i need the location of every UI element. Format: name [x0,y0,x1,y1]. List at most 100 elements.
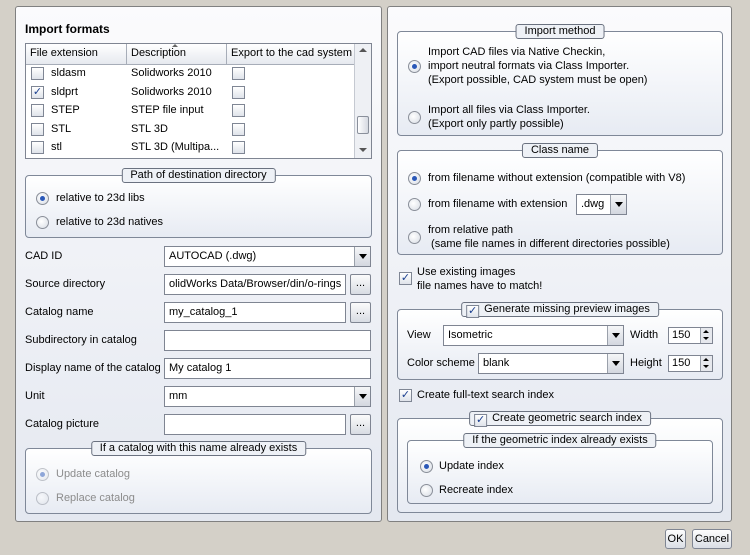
col-file-extension[interactable]: File extension [26,44,127,65]
geometric-title: ✓ Create geometric search index [469,411,651,427]
display-name-input[interactable]: My catalog 1 [164,358,371,379]
ext-select[interactable]: .dwg [576,194,627,215]
height-stepper[interactable]: 150 [668,355,713,372]
row-export-checkbox[interactable] [232,122,245,136]
row-description: STEP file input [131,104,204,116]
radio-relative-path[interactable] [408,231,421,244]
color-scheme-select[interactable]: blank [478,353,624,374]
catalog-picture-label: Catalog picture [25,418,99,430]
ok-button[interactable]: OK [665,529,686,549]
row-export-checkbox[interactable] [232,104,245,117]
preview-group: ✓Generate missing preview images View Is… [397,302,723,380]
radio-update-catalog[interactable] [36,468,49,481]
row-export-checkbox[interactable] [232,85,245,99]
fulltext-checkbox[interactable]: ✓ [399,389,412,402]
scroll-thumb[interactable] [357,116,369,134]
scroll-up-icon[interactable] [359,48,367,52]
scroll-down-icon[interactable] [359,148,367,152]
geometric-exists-group: If the geometric index already exists Up… [407,433,713,504]
view-value: Isometric [448,329,493,341]
import-formats-title: Import formats [25,22,110,36]
row-export-checkbox[interactable] [232,141,245,154]
source-dir-browse-button[interactable]: ... [350,274,371,295]
label-filename-without-ext: from filename without extension (compati… [428,172,686,184]
row-description: Solidworks 2010 [131,67,212,79]
spin-arrows-icon[interactable] [700,328,712,343]
row-checkbox[interactable] [31,67,44,80]
row-checkbox[interactable]: ✓ [31,85,44,99]
radio-relative-23d-natives[interactable] [36,216,49,229]
preview-checkbox[interactable]: ✓ [466,305,480,318]
subdir-input[interactable] [164,330,371,351]
table-scrollbar[interactable] [354,44,371,158]
cad-id-label: CAD ID [25,250,63,262]
unit-select[interactable]: mm [164,386,371,407]
class-name-group: Class name from filename without extensi… [397,143,723,255]
row-checkbox[interactable] [31,104,44,117]
catalog-name-input[interactable]: my_catalog_1 [164,302,346,323]
color-scheme-label: Color scheme [407,357,475,369]
preview-title-text: Generate missing preview images [484,303,650,315]
row-checkbox[interactable] [31,122,44,136]
chevron-down-icon[interactable] [607,326,623,345]
row-checkbox[interactable] [31,141,44,154]
row-export-checkbox[interactable] [232,67,245,80]
chevron-down-icon[interactable] [610,195,626,214]
geometric-title-text: Create geometric search index [492,412,642,424]
label-replace-catalog: Replace catalog [56,492,135,504]
chevron-down-icon[interactable] [354,387,370,406]
catalog-picture-input[interactable] [164,414,346,435]
catalog-name-label: Catalog name [25,306,94,318]
radio-replace-catalog[interactable] [36,492,49,505]
row-description: STL 3D (Multipa... [131,141,220,153]
catalog-name-browse-button[interactable]: ... [350,302,371,323]
row-extension: stl [51,141,62,153]
exists-title: If a catalog with this name already exis… [90,441,307,456]
col-export-to-cad[interactable]: Export to the cad system [227,44,356,65]
radio-update-index[interactable] [420,460,433,473]
view-select[interactable]: Isometric [443,325,624,346]
row-extension: sldasm [51,67,86,79]
geometric-checkbox[interactable]: ✓ [474,414,488,427]
import-formats-table[interactable]: File extension Description Export to the… [25,43,372,159]
use-existing-checkbox[interactable]: ✓ [399,272,412,285]
source-dir-input[interactable]: olidWorks Data/Browser/din/o-rings [164,274,346,295]
label-recreate-index: Recreate index [439,484,513,496]
display-name-label: Display name of the catalog [25,362,161,374]
radio-relative-23d-libs[interactable] [36,192,49,205]
row-extension: sldprt [51,85,78,98]
color-scheme-value: blank [483,357,510,369]
col-description[interactable]: Description [127,44,227,65]
table-row[interactable]: stl STL 3D (Multipa... [26,139,354,157]
right-panel: Import method Import CAD files via Nativ… [387,6,732,522]
left-panel: Import formats File extension Descriptio… [15,6,382,522]
radio-filename-without-ext[interactable] [408,172,421,185]
chevron-down-icon[interactable] [607,354,623,373]
source-dir-label: Source directory [25,278,106,290]
cancel-button[interactable]: Cancel [692,529,732,549]
label-relative-23d-libs: relative to 23d libs [56,192,145,204]
chevron-down-icon[interactable] [354,247,370,266]
label-relative-path-line2: (same file names in different directorie… [428,238,670,250]
subdir-label: Subdirectory in catalog [25,334,137,346]
cad-id-value: AUTOCAD (.dwg) [169,250,257,262]
destination-title: Path of destination directory [121,168,276,183]
sort-arrow-icon [172,44,178,47]
spin-arrows-icon[interactable] [700,356,712,371]
width-stepper[interactable]: 150 [668,327,713,344]
radio-recreate-index[interactable] [420,484,433,497]
catalog-picture-browse-button[interactable]: ... [350,414,371,435]
radio-filename-with-ext[interactable] [408,198,421,211]
cad-id-select[interactable]: AUTOCAD (.dwg) [164,246,371,267]
radio-native-checkin[interactable] [408,60,421,73]
import-method-title: Import method [515,24,605,39]
unit-value: mm [169,390,188,402]
label-update-catalog: Update catalog [56,468,130,480]
radio-class-importer[interactable] [408,111,421,124]
class-importer-line2: (Export only partly possible) [428,118,564,130]
geometric-exists-title: If the geometric index already exists [463,433,657,448]
table-row[interactable]: sldasm Solidworks 2010 [26,65,354,83]
